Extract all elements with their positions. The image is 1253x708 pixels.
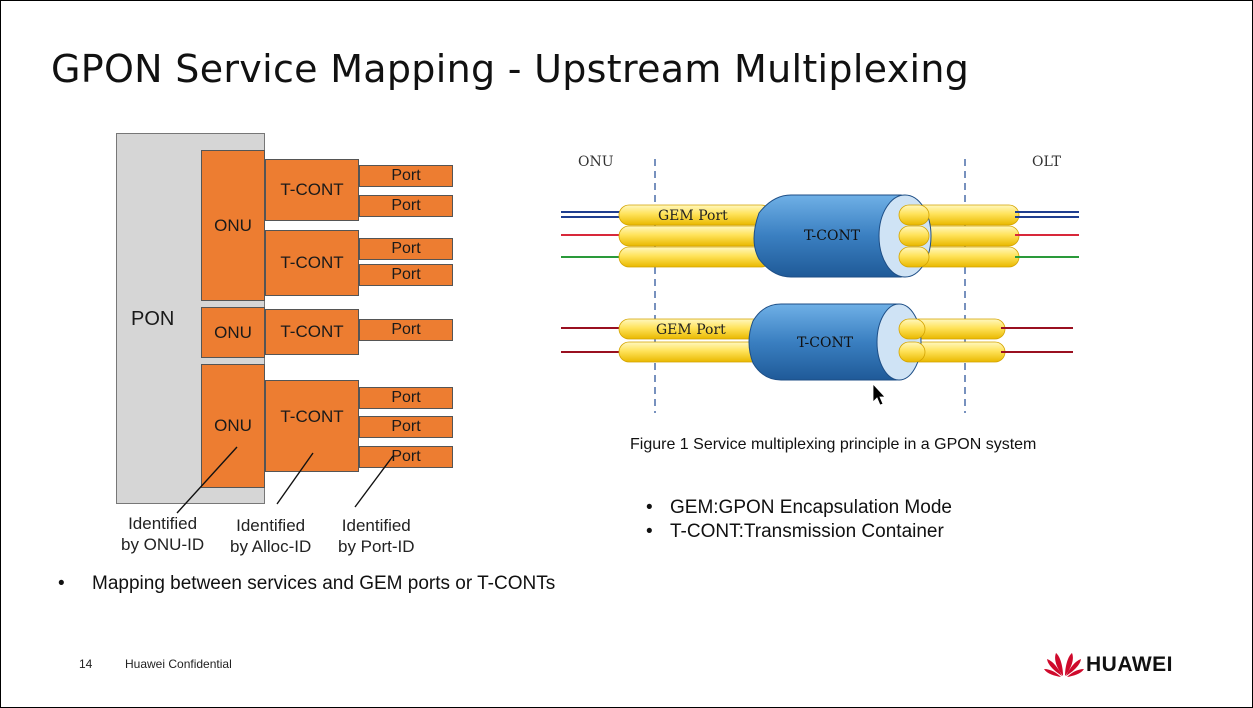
pointer-line — [354, 455, 394, 508]
onu-label: ONU — [214, 416, 252, 435]
identifier-line: by Port-ID — [338, 537, 415, 556]
bullet-item: • GEM:GPON Encapsulation Mode — [646, 497, 952, 519]
onu-side-label: ONU — [578, 154, 614, 170]
gem-port-label: GEM Port — [656, 322, 726, 338]
pon-label: PON — [131, 308, 175, 330]
port-label: Port — [391, 266, 421, 283]
port-box: Port — [359, 238, 453, 260]
port-label: Port — [391, 389, 421, 406]
port-label: Port — [391, 448, 421, 465]
tcont-diagram-label: T-CONT — [797, 335, 854, 351]
onu-label: ONU — [214, 215, 252, 235]
onu-box: ONU — [201, 150, 265, 301]
gem-port-fiber-end — [898, 318, 926, 340]
identifier-line: by ONU-ID — [121, 535, 205, 554]
port-label: Port — [391, 240, 421, 257]
page-title: GPON Service Mapping - Upstream Multiple… — [51, 47, 970, 91]
identifier-port-id: Identified by Port-ID — [338, 515, 415, 557]
bullet-dot-icon: • — [646, 497, 653, 518]
identifier-onu-id: Identified by ONU-ID — [121, 513, 204, 555]
port-box: Port — [359, 264, 453, 286]
figure-caption: Figure 1 Service multiplexing principle … — [630, 436, 1037, 453]
onu-box: ONU — [201, 307, 265, 358]
onu-box: ONU — [201, 364, 265, 488]
identifier-line: Identified — [341, 516, 411, 535]
huawei-logo-text: HUAWEI — [1086, 653, 1173, 676]
identifier-line: by Alloc-ID — [230, 537, 312, 556]
onu-label: ONU — [214, 322, 252, 342]
port-box: Port — [359, 319, 453, 341]
bullet-dot-icon: • — [646, 521, 653, 542]
port-label: Port — [391, 197, 421, 214]
pointer-line — [176, 446, 238, 514]
bullet-item: • Mapping between services and GEM ports … — [58, 573, 555, 595]
tcont-box: T-CONT — [265, 380, 359, 472]
gem-port-fiber-end — [898, 204, 930, 226]
tcont-box: T-CONT — [265, 309, 359, 355]
huawei-logo-icon — [1044, 653, 1084, 677]
tcont-label: T-CONT — [280, 322, 344, 341]
olt-side-label: OLT — [1032, 154, 1062, 170]
bullet-dot-icon: • — [58, 573, 65, 594]
identifier-line: Identified — [128, 514, 198, 533]
tcont-diagram-label: T-CONT — [804, 228, 861, 244]
port-box: Port — [359, 165, 453, 187]
identifier-line: Identified — [236, 516, 306, 535]
tcont-label: T-CONT — [280, 407, 344, 426]
gem-port-label: GEM Port — [658, 208, 728, 224]
port-label: Port — [391, 167, 421, 184]
bullet-text: Mapping between services and GEM ports o… — [92, 573, 556, 594]
port-box: Port — [359, 195, 453, 217]
bullet-text: GEM:GPON Encapsulation Mode — [670, 497, 952, 518]
page-number: 14 — [79, 657, 93, 671]
gem-port-fiber-end — [898, 341, 926, 363]
port-box: Port — [359, 387, 453, 409]
tcont-box: T-CONT — [265, 159, 359, 221]
bullet-item: • T-CONT:Transmission Container — [646, 521, 944, 543]
gem-port-fiber-end — [898, 246, 930, 268]
port-box: Port — [359, 446, 453, 468]
identifier-alloc-id: Identified by Alloc-ID — [230, 515, 311, 557]
gem-port-fiber — [618, 341, 772, 363]
gem-port-fiber — [618, 246, 772, 268]
gem-port-fiber — [618, 225, 772, 247]
bullet-text: T-CONT:Transmission Container — [670, 521, 944, 542]
gem-port-fiber-end — [898, 225, 930, 247]
tcont-label: T-CONT — [280, 253, 344, 272]
mouse-cursor-icon — [872, 382, 886, 406]
multiplexing-diagram: ONU OLT GEM Port — [561, 154, 1079, 413]
confidential-label: Huawei Confidential — [125, 657, 232, 671]
port-label: Port — [391, 321, 421, 338]
pointer-line — [276, 452, 314, 505]
identifier-pointers — [176, 446, 394, 514]
tcont-label: T-CONT — [280, 180, 344, 199]
port-label: Port — [391, 418, 421, 435]
tcont-box: T-CONT — [265, 230, 359, 296]
port-box: Port — [359, 416, 453, 438]
